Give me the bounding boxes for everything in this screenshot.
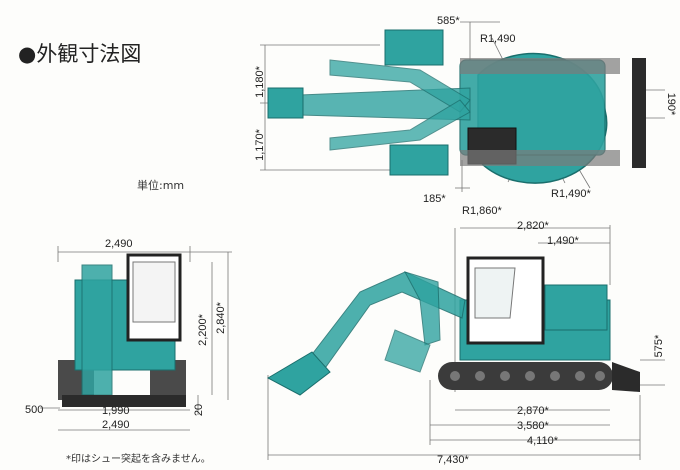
dim-front-width-top: 2,490 (105, 238, 133, 250)
dim-r1490-top: R1,490 (480, 33, 515, 45)
dim-2820: 2,820* (517, 220, 550, 232)
front-view: 2,490 2,200* 2,840* 500 1,990 20 2,490 (25, 238, 232, 431)
dim-1170: 1,170* (254, 128, 266, 161)
dim-front-width-bottom: 2,490 (102, 419, 130, 431)
dim-2870: 2,870* (517, 405, 550, 417)
dim-575: 575* (653, 334, 665, 357)
dim-4110: 4,110* (527, 435, 559, 447)
dim-1490: 1,490* (547, 235, 580, 247)
dim-20: 20 (193, 404, 205, 416)
top-view: 585* R1,490 1,180* 1,170* 190* 185* R1,8… (254, 15, 677, 217)
dim-190: 190* (665, 93, 677, 116)
dim-500: 500 (25, 404, 43, 416)
side-view: 2,820* 1,490* 575* 2,870* 3,580* 4,110* … (266, 220, 665, 466)
dim-1180: 1,180* (254, 65, 266, 98)
dim-585: 585* (437, 15, 460, 27)
dim-185: 185* (423, 193, 446, 205)
dim-r1490-bottom: R1,490* (551, 188, 591, 200)
dim-2840: 2,840* (215, 301, 227, 334)
dim-3580: 3,580* (517, 420, 550, 432)
footnote: *印はシュー突起を含みません。 (66, 454, 211, 465)
dim-1990: 1,990 (102, 405, 130, 417)
unit-label: 単位:mm (137, 179, 185, 192)
dim-7430: 7,430* (437, 454, 470, 466)
dim-r1860: R1,860* (462, 205, 502, 217)
dim-2200: 2,200* (197, 313, 209, 346)
page-title: ●外観寸法図 (18, 42, 142, 66)
